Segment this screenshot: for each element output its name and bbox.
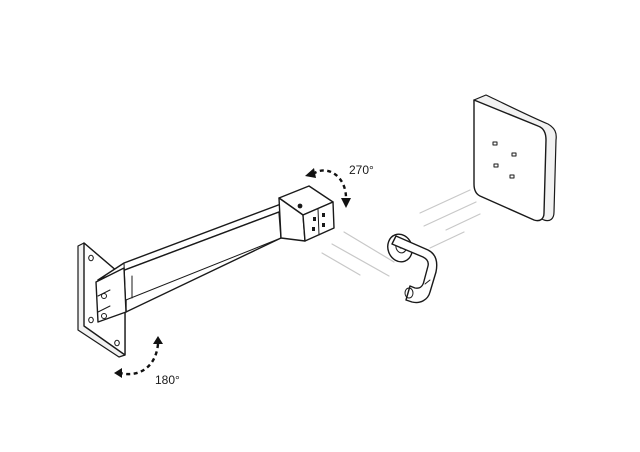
rotation-indicator-270: 270°	[305, 163, 374, 208]
dashed-curved-arrow-icon	[312, 169, 348, 199]
rotation-label-180: 180°	[155, 373, 180, 387]
device-box	[473, 94, 557, 222]
l-bracket	[387, 233, 438, 304]
motion-lines	[321, 189, 481, 277]
arm-joint-head	[278, 185, 335, 242]
extension-arm	[95, 194, 306, 323]
rotation-indicator-180: 180°	[114, 336, 180, 387]
rotation-label-270: 270°	[349, 163, 374, 177]
